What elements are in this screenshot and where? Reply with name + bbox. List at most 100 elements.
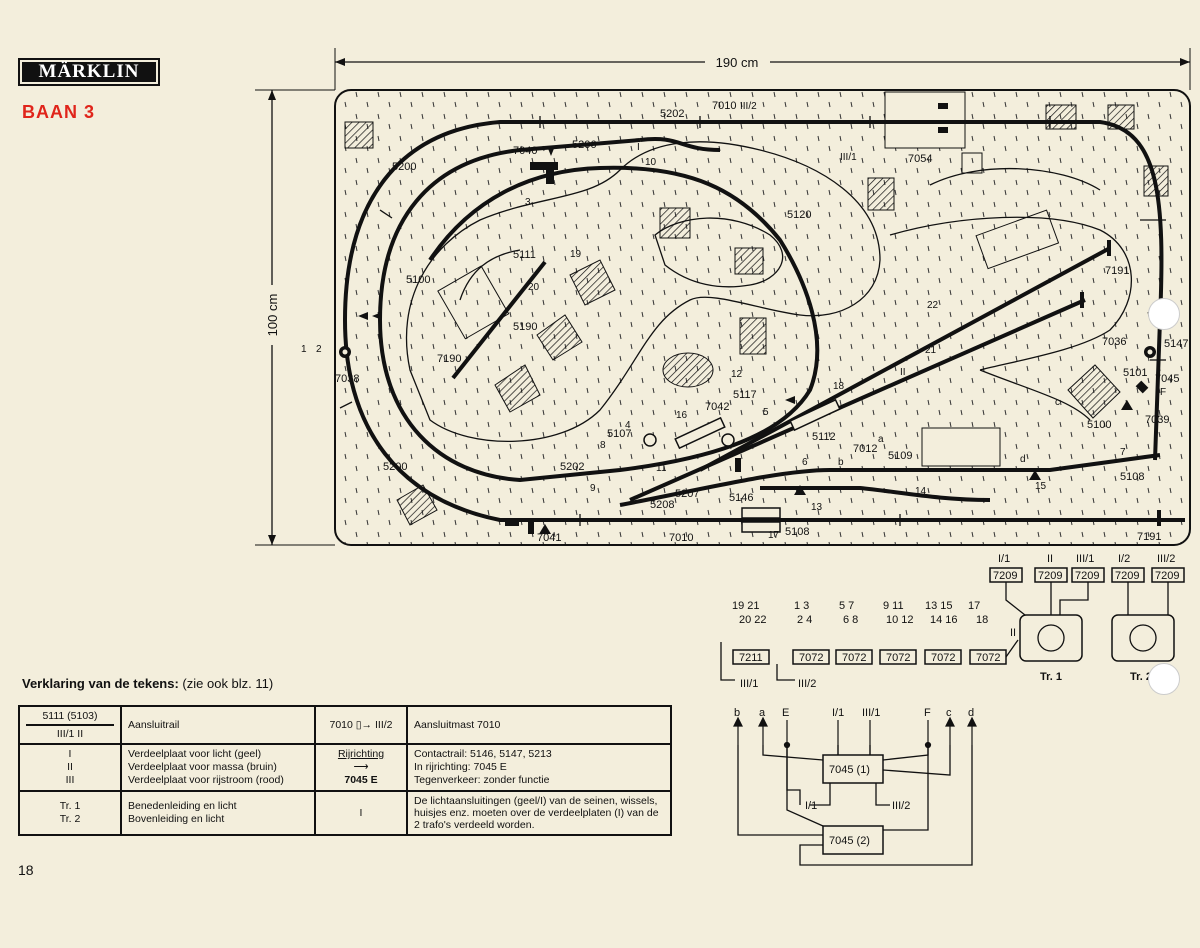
svg-text:21: 21 [925, 345, 937, 356]
svg-text:III/1: III/1 [840, 152, 857, 163]
legend-row: I II III Verdeelplaat voor licht (geel) … [18, 743, 672, 792]
svg-text:II: II [1010, 627, 1016, 639]
legend-symbol: Rijrichting ⟶ 7045 E [314, 743, 408, 792]
svg-text:I: I [637, 142, 640, 153]
dimension-width [334, 48, 1191, 90]
svg-text:c: c [1055, 397, 1060, 408]
svg-text:F: F [924, 707, 931, 719]
svg-text:5206: 5206 [572, 139, 596, 151]
legend-desc-item: Verdeelplaat voor rijstroom (rood) [128, 774, 284, 786]
tracks [343, 120, 1185, 522]
svg-text:2: 2 [316, 344, 322, 355]
legend-symbol: Tr. 1 Tr. 2 [18, 790, 122, 836]
height-label: 100 cm [265, 294, 280, 337]
svg-text:17: 17 [968, 600, 980, 612]
svg-text:II: II [900, 367, 906, 378]
legend-symbol-item: III [65, 774, 75, 786]
svg-text:Tr. 2: Tr. 2 [1130, 671, 1152, 683]
legend-symbol-item: II [67, 761, 73, 773]
turnout-boxes [643, 398, 841, 533]
svg-text:III/2: III/2 [892, 800, 910, 812]
svg-text:11: 11 [656, 463, 667, 474]
svg-text:7209: 7209 [1038, 570, 1062, 582]
svg-text:18: 18 [976, 614, 988, 626]
svg-text:5117: 5117 [733, 389, 757, 401]
legend-desc-item: Bovenleiding en licht [128, 813, 225, 825]
svg-text:a: a [759, 707, 766, 719]
svg-text:5112: 5112 [812, 431, 836, 443]
svg-text:F: F [1160, 387, 1166, 398]
svg-text:14: 14 [915, 486, 927, 497]
svg-text:III/2: III/2 [798, 678, 816, 690]
svg-text:5190: 5190 [513, 321, 537, 333]
legend-desc: Aansluitmast 7010 [406, 705, 672, 745]
svg-text:16: 16 [676, 410, 688, 421]
legend-desc-item: Verdeelplaat voor massa (bruin) [128, 761, 277, 773]
svg-text:5200: 5200 [383, 461, 407, 473]
svg-text:I/1: I/1 [832, 707, 844, 719]
legend-desc-item: Contactrail: 5146, 5147, 5213 [414, 748, 552, 760]
svg-text:22: 22 [927, 300, 939, 311]
legend-symbol2-top: Rijrichting [337, 748, 385, 760]
legend-desc: Benedenleiding en licht Bovenleiding en … [120, 790, 316, 836]
svg-text:1 3: 1 3 [794, 600, 809, 612]
legend-symbol-bottom: III/1 II [56, 728, 84, 740]
svg-text:5 7: 5 7 [839, 600, 854, 612]
svg-text:10 12: 10 12 [886, 614, 914, 626]
binder-hole [1148, 298, 1180, 330]
svg-text:3: 3 [525, 197, 531, 208]
svg-text:7042: 7042 [705, 401, 729, 413]
svg-text:7209: 7209 [993, 570, 1017, 582]
legend-symbol2-suffix: III/2 [374, 719, 393, 731]
svg-text:7045 (2): 7045 (2) [829, 835, 870, 847]
legend-symbol: 5111 (5103) III/1 II [18, 705, 122, 745]
svg-text:5146: 5146 [729, 492, 753, 504]
svg-text:7039: 7039 [1145, 414, 1169, 426]
svg-text:7211: 7211 [739, 652, 763, 664]
svg-text:5147: 5147 [1164, 338, 1188, 350]
svg-text:10: 10 [645, 157, 657, 168]
width-label: 190 cm [716, 55, 759, 70]
svg-text:8: 8 [600, 440, 606, 451]
svg-text:7209: 7209 [1115, 570, 1139, 582]
svg-text:7010: 7010 [669, 532, 693, 544]
track-symbol-line [26, 724, 114, 726]
svg-text:5108: 5108 [785, 526, 809, 538]
legend-heading: Verklaring van de tekens: (zie ook blz. … [22, 676, 273, 691]
svg-text:6 8: 6 8 [843, 614, 858, 626]
legend-symbol-item: I [68, 748, 72, 760]
wiring-diagram [720, 567, 1185, 866]
svg-text:Tr. 1: Tr. 1 [1040, 671, 1062, 683]
legend-symbol: I [314, 790, 408, 836]
legend-desc-item: In rijrichting: 7045 E [414, 761, 507, 773]
svg-text:5200: 5200 [392, 161, 416, 173]
brand-logo: MÄRKLIN [18, 58, 160, 86]
svg-text:7072: 7072 [931, 652, 955, 664]
svg-text:5111: 5111 [513, 249, 536, 261]
svg-text:19 21: 19 21 [732, 600, 760, 612]
svg-text:7072: 7072 [976, 652, 1000, 664]
svg-text:7040: 7040 [513, 145, 537, 157]
svg-text:19: 19 [570, 249, 582, 260]
svg-text:c: c [946, 707, 952, 719]
svg-text:7072: 7072 [799, 652, 823, 664]
legend-desc: Aansluitrail [120, 705, 316, 745]
track-labels: 5202 5206 5200 5100 5120 5111 5190 7190 … [335, 100, 1188, 544]
svg-text:9: 9 [590, 483, 596, 494]
svg-text:III/1: III/1 [740, 678, 758, 690]
svg-text:d: d [1020, 454, 1026, 465]
svg-text:5108: 5108 [1120, 471, 1144, 483]
legend-desc-item: Verdeelplaat voor licht (geel) [128, 748, 262, 760]
svg-text:14 16: 14 16 [930, 614, 958, 626]
svg-text:7010: 7010 [712, 100, 736, 112]
svg-text:7209: 7209 [1155, 570, 1179, 582]
svg-text:7045: 7045 [1155, 373, 1179, 385]
track-ties [339, 116, 1166, 526]
svg-text:13 15: 13 15 [925, 600, 953, 612]
page-title: BAAN 3 [22, 102, 96, 122]
svg-text:13: 13 [811, 502, 823, 513]
svg-text:7054: 7054 [908, 153, 932, 165]
svg-text:20 22: 20 22 [739, 614, 767, 626]
svg-text:7191: 7191 [1137, 531, 1161, 543]
dimension-height [255, 89, 335, 546]
